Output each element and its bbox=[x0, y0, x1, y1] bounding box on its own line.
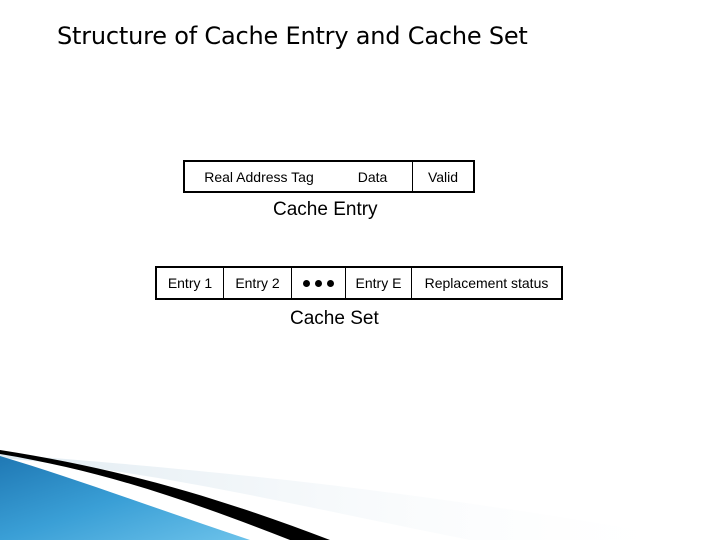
valid-field: Valid bbox=[427, 168, 459, 185]
dot-3 bbox=[327, 279, 334, 287]
swoosh-light-band bbox=[0, 454, 700, 540]
swoosh-blue-band bbox=[0, 456, 250, 540]
cache-entry-box: Real Address Tag Data Valid bbox=[183, 160, 475, 193]
dot-2 bbox=[315, 279, 322, 287]
cache-entry-caption: Cache Entry bbox=[273, 199, 378, 220]
dot-1 bbox=[303, 279, 310, 287]
decorative-swoosh bbox=[0, 450, 700, 540]
real-address-tag-field: Real Address Tag bbox=[204, 168, 314, 185]
cache-set-caption: Cache Set bbox=[290, 308, 379, 329]
slide-title: Structure of Cache Entry and Cache Set bbox=[57, 22, 528, 50]
replacement-status-cell: Replacement status bbox=[424, 275, 549, 291]
data-field: Data bbox=[333, 162, 413, 191]
swoosh-black-band bbox=[0, 450, 330, 540]
ellipsis-icon bbox=[292, 268, 346, 298]
entry-1-cell: Entry 1 bbox=[157, 268, 224, 298]
entry-2-cell: Entry 2 bbox=[224, 268, 292, 298]
cache-set-box: Entry 1 Entry 2 Entry E Replacement stat… bbox=[155, 266, 563, 300]
entry-e-cell: Entry E bbox=[346, 268, 412, 298]
